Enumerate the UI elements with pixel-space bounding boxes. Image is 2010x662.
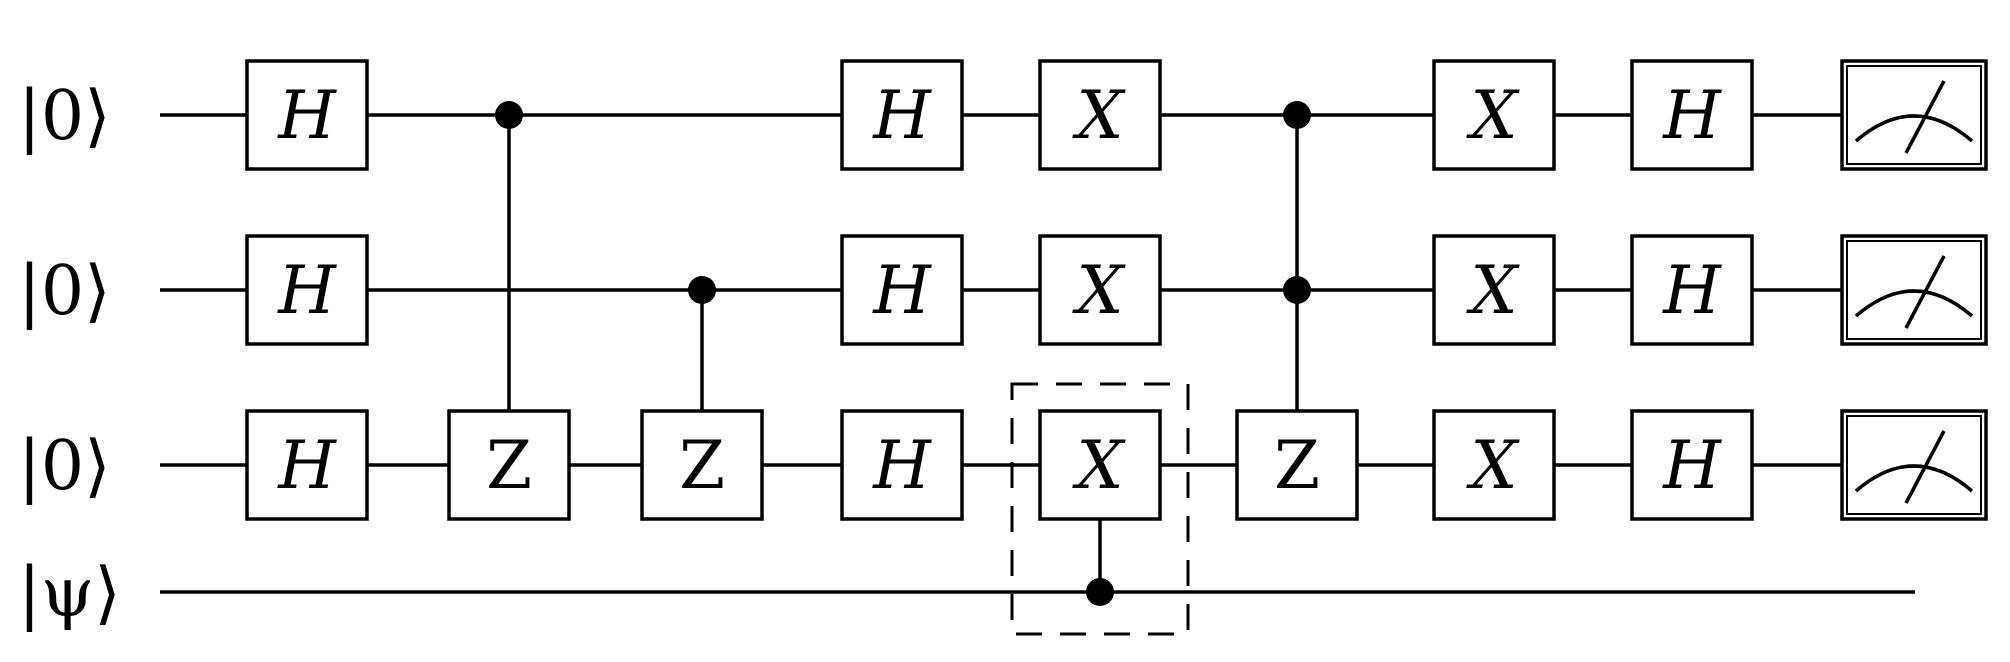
gate-label: X <box>1466 427 1521 504</box>
gate-h: H <box>245 234 369 346</box>
gate-box <box>1630 59 1754 171</box>
qubit-wires <box>160 113 1915 594</box>
gate-box <box>1038 409 1162 521</box>
gates: H H H Z Z H H H X X X Z X X X H H H <box>245 59 1754 521</box>
qubit-label-3: |ψ⟩ <box>18 554 121 633</box>
gate-label: H <box>277 77 337 154</box>
gate-box <box>1432 59 1556 171</box>
gate-h: H <box>245 59 369 171</box>
gate-box <box>1038 59 1162 171</box>
gate-z: Z <box>447 409 571 521</box>
gate-box <box>840 59 964 171</box>
gate-label: H <box>872 427 932 504</box>
gate-z: Z <box>1235 409 1359 521</box>
gate-h: H <box>840 409 964 521</box>
control-dot <box>1086 578 1114 606</box>
control-dot <box>495 101 523 129</box>
gate-x: X <box>1432 409 1556 521</box>
control-dot <box>1283 101 1311 129</box>
gate-box <box>1235 409 1359 521</box>
gate-box <box>245 234 369 346</box>
gate-h: H <box>1630 59 1754 171</box>
qubit-label-0: |0⟩ <box>18 77 111 156</box>
measurements <box>1840 59 1988 521</box>
gate-x: X <box>1038 409 1162 521</box>
gate-label: H <box>1662 427 1722 504</box>
gate-x: X <box>1038 59 1162 171</box>
qubit-labels: |0⟩ |0⟩ |0⟩ |ψ⟩ <box>18 77 121 633</box>
gate-h: H <box>840 59 964 171</box>
gate-label: H <box>277 427 337 504</box>
gate-box <box>640 409 764 521</box>
gate-box <box>245 409 369 521</box>
gate-box <box>1630 409 1754 521</box>
gate-box <box>1432 409 1556 521</box>
gate-label: H <box>872 77 932 154</box>
gate-h: H <box>1630 234 1754 346</box>
control-dot <box>1283 276 1311 304</box>
gate-x: X <box>1038 234 1162 346</box>
gate-label: X <box>1072 77 1127 154</box>
gate-box <box>245 59 369 171</box>
gate-label: H <box>1662 77 1722 154</box>
qubit-label-2: |0⟩ <box>18 427 111 506</box>
gate-box <box>1038 234 1162 346</box>
gate-label: X <box>1466 77 1521 154</box>
gate-label: Z <box>1274 427 1320 504</box>
gate-x: X <box>1432 234 1556 346</box>
qubit-label-1: |0⟩ <box>18 252 111 331</box>
control-dot <box>688 276 716 304</box>
gate-label: X <box>1072 252 1127 329</box>
gate-box <box>447 409 571 521</box>
gate-x: X <box>1432 59 1556 171</box>
gate-box <box>840 234 964 346</box>
measurement-meter-icon <box>1840 59 1988 171</box>
gate-label: Z <box>486 427 532 504</box>
gate-label: H <box>872 252 932 329</box>
gate-h: H <box>840 234 964 346</box>
gate-h: H <box>245 409 369 521</box>
gate-label: H <box>277 252 337 329</box>
gate-h: H <box>1630 409 1754 521</box>
gate-box <box>840 409 964 521</box>
gate-z: Z <box>640 409 764 521</box>
highlight-box-group <box>1010 382 1190 636</box>
measurement-meter-icon <box>1840 409 1988 521</box>
gate-box <box>1432 234 1556 346</box>
measurement-meter-icon <box>1840 234 1988 346</box>
highlight-box <box>1010 382 1190 636</box>
gate-box <box>1630 234 1754 346</box>
gate-label: Z <box>679 427 725 504</box>
control-dots <box>495 101 1311 606</box>
gate-label: X <box>1072 427 1127 504</box>
gate-label: X <box>1466 252 1521 329</box>
gate-label: H <box>1662 252 1722 329</box>
